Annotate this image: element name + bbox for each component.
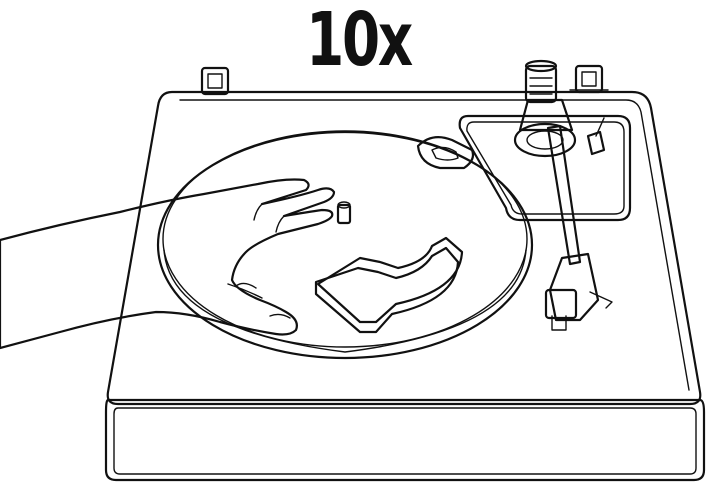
spindle: [338, 202, 350, 223]
hinge-left: [196, 68, 234, 94]
rotate-counterclockwise-arrow-icon: [316, 238, 462, 332]
tonearm: [515, 61, 612, 330]
platter: [158, 131, 532, 358]
hinge-right: [570, 66, 608, 92]
plinth-front: [106, 400, 704, 480]
